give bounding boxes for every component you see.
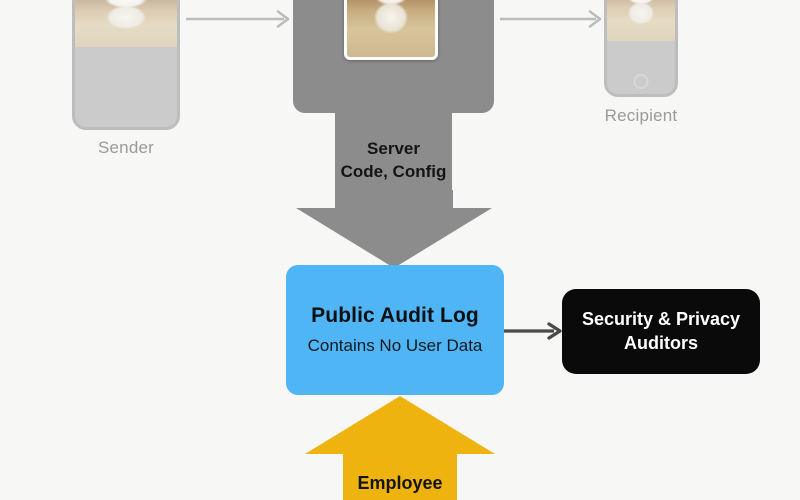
server-to-recipient-connector (500, 9, 608, 29)
recipient-phone-screen (607, 0, 675, 41)
sender-to-server-connector (186, 9, 294, 29)
security-privacy-auditors-box[interactable]: Security & Privacy Auditors (562, 289, 760, 374)
server-shaft (335, 110, 452, 195)
auditors-label-line1: Security & Privacy (581, 308, 741, 329)
arrow-down-block-icon (296, 190, 492, 268)
audit-log-subtitle: Contains No User Data (307, 336, 483, 355)
arrow-up-block-icon (305, 396, 495, 500)
server-label-line2: Code, Config (340, 161, 447, 181)
server-label: Server Code, Config (293, 138, 494, 184)
server-photo-frame (344, 0, 438, 60)
sender-caption: Sender (97, 138, 155, 157)
recipient-home-button-icon (633, 74, 649, 89)
auditors-label: Security & Privacy Auditors (582, 308, 740, 356)
arrow-right-icon (504, 322, 562, 340)
server-label-line1: Server (367, 139, 420, 158)
sender-phone (72, 0, 180, 130)
arrow-right-icon (186, 10, 290, 28)
audit-log-title: Public Audit Log (311, 304, 479, 327)
sender-phone-screen (75, 0, 177, 47)
auditors-label-line2: Auditors (624, 332, 698, 353)
server-to-audit-block-arrow (296, 190, 492, 268)
employee-label: Employee (357, 473, 443, 493)
public-audit-log-box[interactable]: Public Audit Log Contains No User Data (286, 265, 504, 395)
recipient-phone (604, 0, 678, 97)
server-photo-thumbnail-icon (347, 0, 435, 57)
employee-to-audit-block-arrow (305, 396, 495, 500)
recipient-caption: Recipient (604, 106, 678, 125)
recipient-photo-thumbnail-icon (607, 0, 675, 41)
sender-photo-thumbnail-icon (75, 0, 177, 47)
audit-to-auditors-connector (504, 321, 566, 341)
arrow-right-icon (500, 10, 602, 28)
